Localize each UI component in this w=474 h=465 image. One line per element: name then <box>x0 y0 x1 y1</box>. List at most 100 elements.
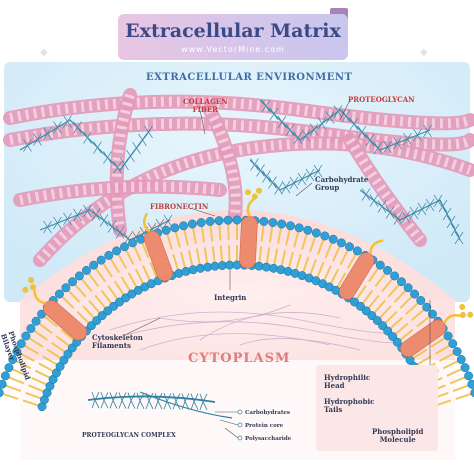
complex-branch <box>136 392 145 409</box>
hydrophilic-head <box>68 277 77 287</box>
hydrophilic-head <box>0 388 4 398</box>
proteoglycan-branch <box>120 157 129 171</box>
carbohydrate-chain <box>246 197 256 217</box>
hydrophilic-head <box>303 225 313 235</box>
complex-branch <box>181 393 190 410</box>
hydrophilic-head <box>188 265 198 275</box>
hydrophilic-head <box>456 355 466 364</box>
hydrophilic-head <box>416 296 426 305</box>
label-cytoskeleton-filaments: Cytoskeleton Filaments <box>92 333 143 350</box>
proteoglycan-branch <box>438 199 448 213</box>
integrin <box>338 239 384 300</box>
proteoglycan-branch <box>144 125 153 139</box>
proteoglycan-branch <box>433 194 443 208</box>
hydrophilic-head <box>428 309 437 319</box>
complex-branch <box>145 392 154 410</box>
proteoglycan-branch <box>313 164 323 178</box>
collagen-fiber-stripes <box>111 93 135 231</box>
label-protein-core: Protein core <box>245 423 284 429</box>
hydrophilic-head <box>397 277 406 287</box>
integrin <box>400 303 474 358</box>
hydrophilic-head <box>112 246 122 256</box>
proteoglycan-branch <box>413 128 422 142</box>
hydrophilic-head <box>96 255 106 265</box>
proteoglycan-branch <box>417 202 427 216</box>
proteoglycan-branch <box>155 218 165 232</box>
hydrophilic-head <box>390 271 400 281</box>
hydrophilic-head <box>59 355 69 365</box>
hydrophilic-head <box>460 363 470 373</box>
label-proteoglycan: PROTEOGLYCAN <box>348 95 415 104</box>
hydrophilic-head <box>74 271 84 281</box>
hydrophilic-head <box>195 263 205 273</box>
proteoglycan-branch <box>268 176 277 189</box>
carbohydrate-group <box>467 311 474 318</box>
proteoglycan-branch <box>83 131 92 144</box>
proteoglycan-branch <box>83 204 92 218</box>
proteoglycan-branch <box>138 133 147 147</box>
hydrophilic-head <box>403 283 413 293</box>
label-hydrophilic-head: Hydrophilic Head <box>324 373 371 390</box>
proteoglycan-branch <box>285 123 295 137</box>
hydrophilic-head <box>261 262 271 272</box>
carbohydrate-chain <box>142 212 151 233</box>
hydrophilic-head <box>196 218 206 228</box>
hydrophilic-head <box>350 297 359 307</box>
hydrophilic-head <box>336 238 346 248</box>
hydrophilic-head <box>170 223 180 233</box>
hydrophilic-head <box>89 260 99 270</box>
watermark-text: www.VectorMine.com <box>181 45 285 54</box>
hydrophilic-head <box>203 262 213 272</box>
proteoglycan-branch <box>261 99 271 113</box>
collagen-fiber-stripes <box>19 181 221 205</box>
hydrophilic-head <box>311 228 321 238</box>
hydrophilic-head <box>120 242 129 252</box>
hydrophilic-head <box>345 242 354 252</box>
proteoglycan-branch <box>309 123 319 136</box>
proteoglycan-branch <box>147 222 157 236</box>
proteoglycan-branch <box>317 117 327 130</box>
complex-branch <box>154 392 163 410</box>
proteoglycan-branch <box>446 215 456 229</box>
proteoglycan-branch <box>349 117 359 131</box>
label-hydrophobic-tails: Hydrophobic Tails <box>324 397 375 414</box>
proteoglycan-branch <box>281 180 291 194</box>
hydrophilic-head <box>328 234 338 244</box>
proteoglycan-branch <box>163 214 173 228</box>
hydrophilic-head <box>8 355 18 364</box>
hydrophilic-head <box>161 225 171 235</box>
hydrophilic-head <box>21 331 31 341</box>
proteoglycan-branch <box>450 223 460 237</box>
hydrophilic-head <box>0 379 7 389</box>
proteoglycan-branch <box>357 125 367 139</box>
proteoglycan-branch <box>369 194 379 207</box>
proteoglycan-branch <box>409 206 419 220</box>
hydrophilic-head <box>375 260 385 270</box>
proteoglycan-branch <box>131 230 141 244</box>
proteoglycan-branch <box>383 140 392 154</box>
hydrophilic-head <box>205 216 215 226</box>
proteoglycan-branch <box>126 149 135 163</box>
proteoglycan-branch <box>325 111 335 124</box>
hydrophilic-head <box>467 379 474 389</box>
complex-branch <box>127 392 136 409</box>
proteoglycan-branch <box>132 141 141 155</box>
complex-branch <box>163 393 172 410</box>
proteoglycan-complex-drawing <box>87 391 233 419</box>
collagen-fiber-stripes <box>9 118 474 150</box>
carbohydrate-group <box>256 187 263 194</box>
label-proteoglycan-complex: PROTEOGLYCAN COMPLEX <box>82 432 176 439</box>
complex-branch <box>118 392 127 409</box>
hydrophilic-head <box>320 231 330 241</box>
proteoglycan-strand <box>39 209 171 241</box>
proteoglycan-branch <box>423 124 432 138</box>
hydrophilic-head <box>12 347 22 356</box>
label-carbohydrate-group: Carbohydrate Group <box>315 175 369 192</box>
collagen-fiber <box>343 133 427 247</box>
proteoglycan-branch <box>139 226 149 240</box>
proteoglycan-branch <box>73 121 82 134</box>
proteoglycan-branch <box>305 168 315 182</box>
proteoglycan-branch <box>250 158 259 171</box>
proteoglycan-branch <box>43 220 52 234</box>
proteoglycan-branch <box>373 141 383 155</box>
